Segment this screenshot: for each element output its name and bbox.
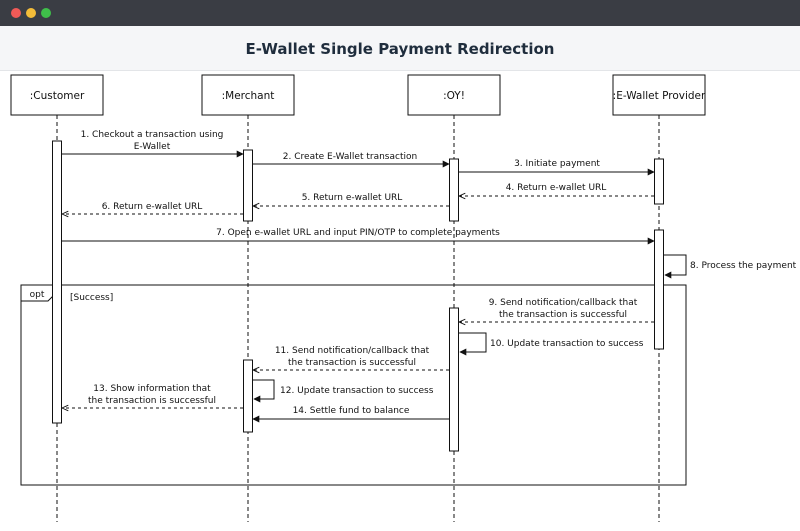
participant-box-merchant	[201, 74, 295, 116]
participant-label-e-wallet-provider: :E-Wallet Provider	[613, 90, 706, 102]
message-9-label: the transaction is successful	[499, 310, 627, 320]
message-2-label: 2. Create E-Wallet transaction	[283, 152, 417, 162]
participant-label-customer: :Customer	[30, 90, 85, 102]
message-1-label: 1. Checkout a transaction using	[81, 130, 224, 140]
participant-box-e-wallet-provider	[612, 74, 706, 116]
message-14-label: 14. Settle fund to balance	[293, 406, 410, 416]
opt-operator-label: opt	[30, 290, 45, 300]
message-9-label: 9. Send notification/callback that	[489, 298, 638, 308]
header-bar	[0, 26, 800, 71]
message-3-label: 3. Initiate payment	[514, 159, 600, 169]
activation-box-oy	[449, 158, 459, 222]
message-11-label: the transaction is successful	[288, 358, 416, 368]
activation-box-customer	[52, 140, 62, 424]
message-1-label: E-Wallet	[134, 142, 171, 152]
minimize-window-button[interactable]	[26, 8, 36, 18]
participant-label-oy: :OY!	[443, 90, 465, 102]
message-5-label: 5. Return e-wallet URL	[302, 193, 403, 203]
message-6-label: 6. Return e-wallet URL	[102, 202, 203, 212]
maximize-window-button[interactable]	[41, 8, 51, 18]
activation-box-oy-2	[449, 307, 459, 452]
message-12-label: 12. Update transaction to success	[280, 386, 434, 396]
participant-box-oy	[407, 74, 501, 116]
activation-box-ewallet-provider-2	[654, 229, 664, 350]
message-10-label: 10. Update transaction to success	[490, 339, 644, 349]
message-8-arrow	[664, 254, 687, 279]
activation-box-merchant	[243, 149, 253, 222]
close-window-button[interactable]	[11, 8, 21, 18]
message-12-arrow	[253, 379, 275, 403]
message-10-arrow	[459, 332, 487, 356]
message-7-label: 7. Open e-wallet URL and input PIN/OTP t…	[216, 228, 500, 238]
message-11-label: 11. Send notification/callback that	[275, 346, 430, 356]
message-13-label: 13. Show information that	[93, 384, 211, 394]
message-4-label: 4. Return e-wallet URL	[506, 183, 607, 193]
diagram-title: E-Wallet Single Payment Redirection	[245, 40, 555, 58]
opt-guard-label: [Success]	[70, 293, 113, 303]
title-bar	[0, 0, 800, 26]
message-13-label: the transaction is successful	[88, 396, 216, 406]
participant-label-merchant: :Merchant	[222, 90, 275, 102]
activation-box-ewallet-provider	[654, 158, 664, 205]
activation-box-merchant-2	[243, 359, 253, 433]
opt-fragment	[20, 284, 687, 486]
message-8-label: 8. Process the payment	[690, 261, 797, 271]
participant-box-customer	[10, 74, 104, 116]
